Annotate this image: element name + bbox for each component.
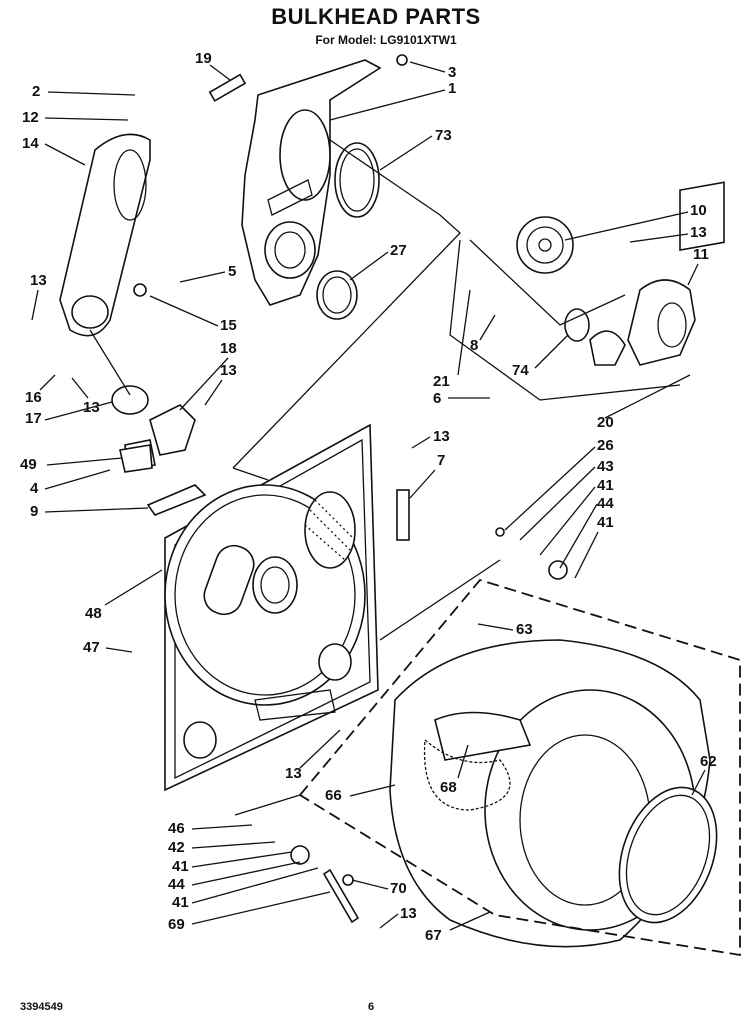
callout-63: 63 xyxy=(516,621,533,638)
callout-41c: 41 xyxy=(172,858,189,875)
callout-13d: 13 xyxy=(690,224,707,241)
callout-7: 7 xyxy=(437,452,445,469)
callout-1: 1 xyxy=(448,80,456,97)
callout-18: 18 xyxy=(220,340,237,357)
callout-70: 70 xyxy=(390,880,407,897)
callout-10: 10 xyxy=(690,202,707,219)
callout-44b: 44 xyxy=(168,876,185,893)
callout-21: 21 xyxy=(433,373,450,390)
strip-part xyxy=(396,489,410,541)
callout-15: 15 xyxy=(220,317,237,334)
callout-2: 2 xyxy=(32,83,40,100)
nut-part xyxy=(396,54,408,66)
callout-69: 69 xyxy=(168,916,185,933)
page-title: BULKHEAD PARTS xyxy=(271,4,481,29)
callout-47: 47 xyxy=(83,639,100,656)
vent-grille xyxy=(304,491,356,569)
callout-4: 4 xyxy=(30,480,39,497)
callout-17: 17 xyxy=(25,410,42,427)
callout-14: 14 xyxy=(22,135,39,152)
callout-62: 62 xyxy=(700,753,717,770)
clip-part xyxy=(208,73,247,102)
callout-13g: 13 xyxy=(400,905,417,922)
callout-labels: 2 12 14 13 19 3 1 73 5 15 18 13 16 13 17… xyxy=(20,50,717,944)
callout-48: 48 xyxy=(85,605,102,622)
blower-housing-part xyxy=(627,181,725,366)
callout-11: 11 xyxy=(693,246,709,263)
callout-8: 8 xyxy=(470,337,478,354)
callout-13e: 13 xyxy=(433,428,450,445)
callout-12: 12 xyxy=(22,109,39,126)
drum-seal-part xyxy=(618,786,718,924)
model-subtitle: For Model: LG9101XTW1 xyxy=(315,33,457,47)
callout-41a: 41 xyxy=(597,477,614,494)
callout-68: 68 xyxy=(440,779,457,796)
callout-41b: 41 xyxy=(597,514,614,531)
callout-42: 42 xyxy=(168,839,185,856)
callout-44a: 44 xyxy=(597,495,614,512)
bracket-part xyxy=(119,444,153,473)
duct-seal-part xyxy=(334,142,380,218)
callout-13b: 13 xyxy=(220,362,237,379)
callout-74: 74 xyxy=(512,362,529,379)
callout-16: 16 xyxy=(25,389,42,406)
callout-6: 6 xyxy=(433,390,441,407)
callout-27: 27 xyxy=(390,242,407,259)
duct-housing-part xyxy=(241,59,382,306)
callout-13f: 13 xyxy=(285,765,302,782)
callout-13a: 13 xyxy=(30,272,47,289)
callout-73: 73 xyxy=(435,127,452,144)
callout-49: 49 xyxy=(20,456,37,473)
callout-66: 66 xyxy=(325,787,342,804)
blower-wheel-part xyxy=(516,216,574,274)
page-number: 6 xyxy=(368,1001,375,1013)
callout-41d: 41 xyxy=(172,894,189,911)
callout-9: 9 xyxy=(30,503,38,520)
idler-part xyxy=(564,308,626,366)
callout-20: 20 xyxy=(597,414,614,431)
callout-67: 67 xyxy=(425,927,442,944)
screw-part xyxy=(133,283,147,297)
callout-43: 43 xyxy=(597,458,614,475)
document-number: 3394549 xyxy=(20,1001,63,1013)
rear-roller-part xyxy=(495,527,568,580)
lint-housing-part xyxy=(59,133,151,337)
callout-5: 5 xyxy=(228,263,236,280)
callout-26: 26 xyxy=(597,437,614,454)
callout-19: 19 xyxy=(195,50,212,67)
callout-3: 3 xyxy=(448,64,456,81)
front-roller-part xyxy=(290,845,360,924)
bulkhead-panel-part xyxy=(164,423,379,792)
callout-46: 46 xyxy=(168,820,185,837)
